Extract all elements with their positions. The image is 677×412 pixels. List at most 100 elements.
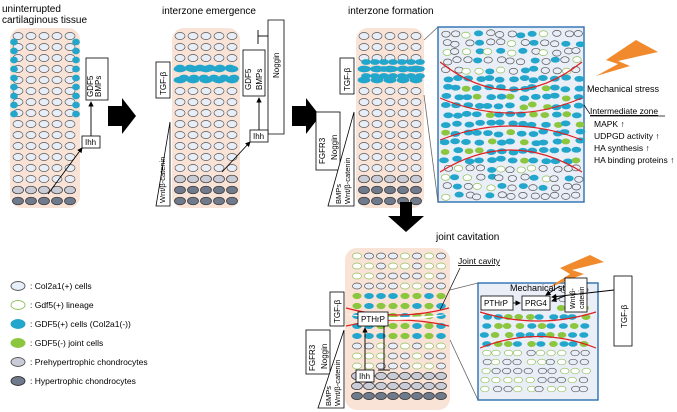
col2a1-cell: [371, 109, 383, 117]
col2a1-cell: [226, 87, 238, 95]
col2a1-cell: [540, 67, 550, 74]
factor-catenin-zoom: catenin: [579, 286, 586, 309]
legend-label: : Prehypertrophic chondrocytes: [30, 357, 148, 367]
col2a1-cell: [187, 120, 199, 128]
gdf5-lineage-cell: [441, 193, 451, 201]
gdf5-lineage-cell: [480, 376, 490, 384]
arrow-stage1-to-2: [108, 98, 136, 134]
gdf5-positive-cell: [72, 110, 80, 118]
factor-box-tgfb-s4: [329, 291, 345, 327]
tissue-panel-stage1: [10, 28, 80, 208]
hypertrophic-cell: [64, 196, 76, 206]
col2a1-cell: [547, 367, 557, 375]
col2a1-cell: [376, 282, 386, 290]
col2a1-cell: [451, 30, 461, 38]
col2a1-cell: [226, 109, 238, 117]
gdf5-positive-cell: [580, 323, 590, 329]
gdf5-positive-cell: [568, 332, 578, 338]
factor-box-fgfr3-noggin-s4: [305, 329, 331, 375]
col2a1-cell: [410, 98, 422, 106]
col2a1-cell: [12, 175, 24, 183]
factor-fgfr3-s3: FGFR3: [318, 137, 327, 164]
stage4-title: joint cavitation: [435, 232, 499, 243]
col2a1-cell: [475, 164, 486, 172]
gdf5-negative-joint-cell: [562, 111, 572, 118]
gdf5-positive-cell: [497, 182, 507, 189]
legend-swatch: [10, 357, 26, 367]
hypertrophic-cell: [200, 185, 212, 195]
red-boundary-cav-upper: [479, 311, 597, 322]
hypertrophic-cell: [387, 392, 399, 400]
gdf5-positive-cell: [538, 184, 548, 191]
col2a1-cell: [537, 376, 547, 384]
gdf5-positive-cell: [494, 76, 505, 83]
col2a1-cell: [38, 142, 50, 150]
factor-box-wnt-zoom: [564, 277, 588, 313]
gdf5-positive-cell: [508, 120, 518, 127]
gdf5-positive-cell: [461, 110, 472, 117]
col2a1-cell: [410, 153, 422, 161]
gdf5-negative-joint-cell: [529, 111, 538, 118]
col2a1-cell: [38, 87, 50, 95]
gdf5-lineage-cell: [496, 66, 506, 74]
factor-noggin-s2: Noggin: [272, 53, 281, 78]
gdf5-lineage-cell: [412, 362, 422, 370]
col2a1-cell: [530, 192, 540, 200]
col2a1-cell: [51, 54, 63, 62]
gdf5-lineage-cell: [581, 367, 591, 375]
factor-bmps-s1: BMPs: [94, 76, 103, 97]
gdf5-positive-cell: [443, 76, 454, 83]
triangle-noggin-s2: [267, 19, 285, 135]
gdf5-positive-cell: [496, 47, 506, 54]
gdf5-negative-joint-cell: [376, 302, 386, 310]
col2a1-cell: [38, 98, 50, 106]
gdf5-positive-cell: [10, 65, 18, 73]
gdf5-negative-joint-cell: [400, 332, 410, 340]
col2a1-cell: [213, 153, 225, 161]
gdf5-negative-joint-cell: [515, 323, 525, 329]
col2a1-cell: [376, 262, 386, 270]
col2a1-cell: [384, 87, 396, 95]
col2a1-cell: [450, 40, 460, 48]
col2a1-cell: [226, 164, 238, 172]
col2a1-cell: [200, 142, 212, 150]
mechanical-stress-label-2: Mechanical stress: [510, 283, 583, 293]
gdf5-positive-cell: [552, 138, 563, 145]
col2a1-cell: [376, 272, 386, 280]
gdf5-positive-cell: [204, 64, 216, 72]
gdf5-positive-cell: [495, 119, 505, 126]
hypertrophic-cell: [399, 392, 411, 400]
gdf5-negative-joint-cell: [441, 129, 450, 136]
gdf5-positive-cell: [412, 333, 422, 339]
col2a1-cell: [371, 142, 383, 150]
prehypertrophic-cell: [399, 382, 411, 390]
gdf5-positive-cell: [461, 139, 471, 145]
hypertrophic-cell: [363, 392, 375, 400]
factor-box-prg4-zoom: [521, 295, 551, 311]
gdf5-lineage-cell: [376, 342, 386, 350]
gdf5-negative-joint-cell: [440, 149, 450, 155]
gdf5-positive-cell: [474, 139, 485, 146]
col2a1-cell: [200, 98, 212, 106]
col2a1-cell: [12, 142, 24, 150]
gdf5-negative-joint-cell: [569, 323, 579, 329]
gdf5-lineage-cell: [474, 67, 484, 75]
gdf5-positive-cell: [575, 41, 585, 48]
col2a1-cell: [25, 120, 37, 128]
col2a1-cell: [364, 282, 374, 290]
col2a1-cell: [12, 164, 24, 172]
col2a1-cell: [358, 98, 370, 106]
gdf5-negative-joint-cell: [540, 112, 550, 118]
gdf5-positive-cell: [361, 66, 371, 72]
col2a1-cell: [38, 120, 50, 128]
hypertrophic-cell: [411, 392, 423, 400]
gdf5-positive-cell: [194, 64, 206, 72]
gdf5-positive-cell: [10, 101, 18, 109]
gdf5-positive-cell: [575, 137, 586, 144]
gdf5-positive-cell: [564, 175, 574, 182]
gdf5-lineage-cell: [516, 166, 526, 174]
gdf5-lineage-cell: [504, 349, 514, 357]
gdf5-positive-cell: [424, 293, 434, 299]
col2a1-cell: [550, 184, 561, 192]
gdf5-positive-cell: [473, 57, 483, 64]
